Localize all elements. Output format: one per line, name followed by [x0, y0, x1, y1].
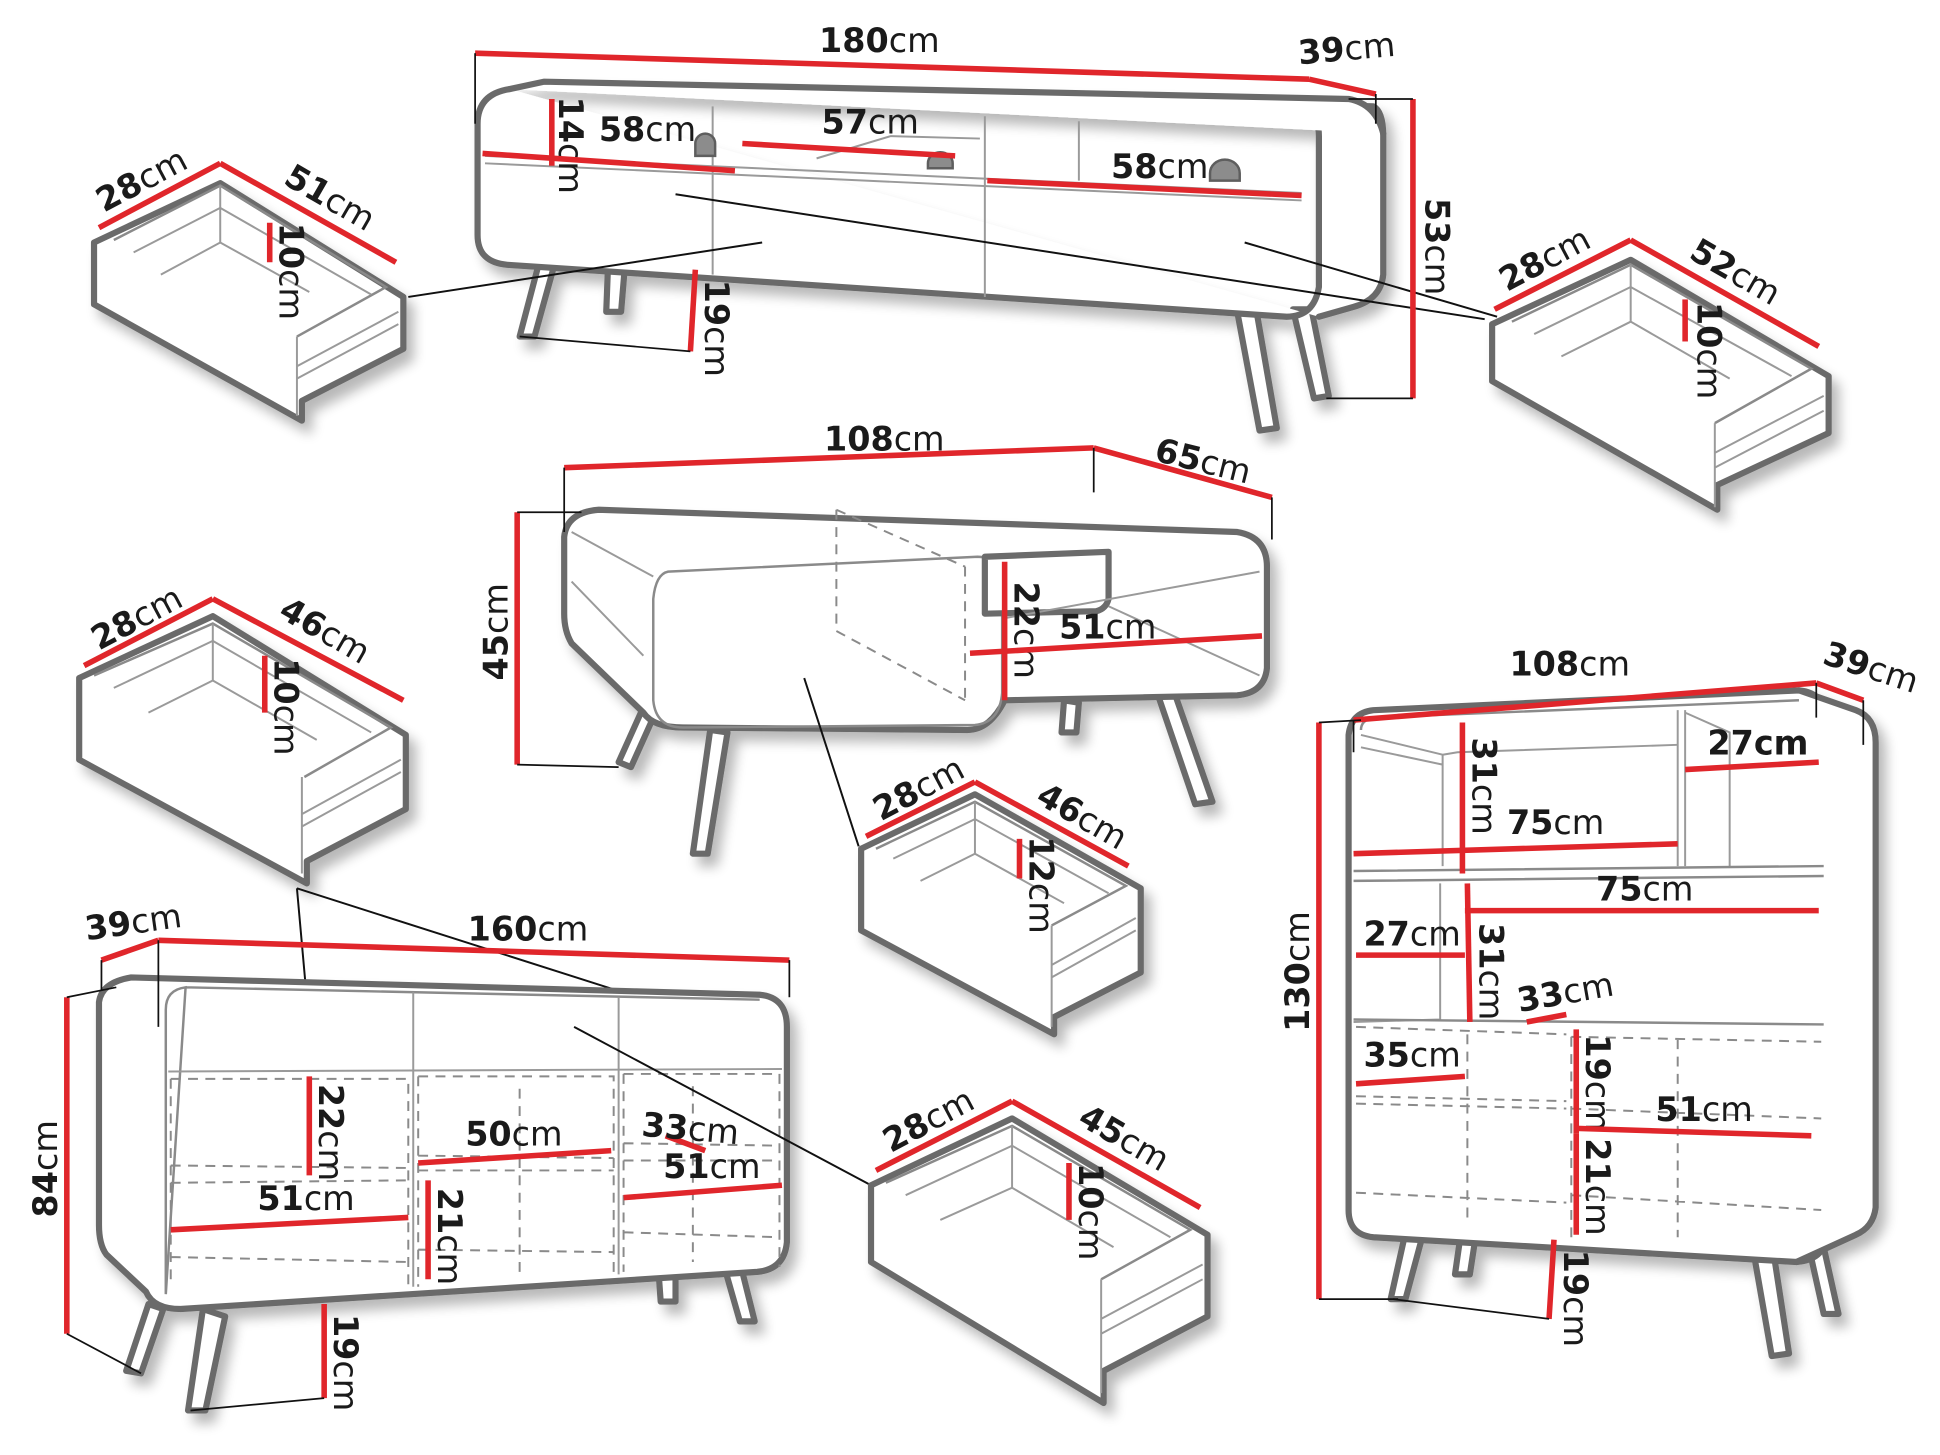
dim-line-drawer-front [1493, 237, 1632, 312]
dim-line-drawer-depth [211, 596, 405, 703]
label-drawer-height: 12cm [1021, 836, 1060, 933]
drawer-tv-right: 28cm 52cm 10cm [1489, 219, 1832, 513]
drawer-tv-left: 28cm 51cm 10cm [89, 140, 407, 424]
label-coffee-height: 45cm [476, 583, 515, 680]
dim-line-drawer-depth [973, 779, 1130, 869]
dim-line-tv-niche-right [987, 177, 1302, 199]
label-sideboard-shelf-right-width: 33cm [640, 1105, 740, 1152]
label-highboard-leg-height: 19cm [1556, 1250, 1595, 1347]
dim-line-highboard-depth [1815, 680, 1865, 703]
label-sideboard-shelf-left-depth: 51cm [257, 1179, 354, 1218]
dim-line-tv-niche-middle [742, 140, 956, 159]
label-highboard-mid-height: 31cm [1472, 923, 1511, 1020]
label-tv-width: 180cm [819, 21, 940, 60]
label-drawer-height: 10cm [267, 658, 306, 755]
label-highboard-height: 130cm [1278, 911, 1317, 1032]
dim-line-sideboard-depth [100, 937, 160, 963]
label-highboard-low-upper-height: 19cm [1578, 1034, 1617, 1131]
sideboard-leg [184, 1305, 229, 1414]
label-tv-leg-height: 19cm [697, 280, 736, 377]
label-coffee-depth: 65cm [1151, 430, 1255, 491]
label-sideboard-shelf-middle-height: 21cm [430, 1188, 469, 1285]
label-highboard-low-lower-height: 21cm [1578, 1138, 1617, 1235]
coffee-table: 108cm 65cm 45cm 22cm 51cm [476, 419, 1273, 857]
dim-line-drawer-depth [1010, 1098, 1202, 1210]
sideboard-leg [123, 1300, 167, 1377]
dim-line-highboard-low-right-depth [1576, 1125, 1812, 1139]
label-sideboard-shelf-right-depth: 51cm [663, 1147, 760, 1186]
coffee-table-body [561, 506, 1271, 734]
dim-line-drawer-front [864, 779, 977, 839]
dim-line-tv-depth [1308, 76, 1377, 97]
label-highboard-mid-width: 75cm [1596, 870, 1693, 909]
label-highboard-top-height: 31cm [1464, 737, 1503, 834]
coffee-table-leg [689, 726, 731, 857]
drawer-handle-icon [694, 132, 717, 158]
dim-line-highboard-low-left-depth [1355, 1073, 1466, 1087]
label-sideboard-shelf-middle-width: 50cm [465, 1115, 562, 1154]
label-drawer-height: 10cm [1690, 302, 1729, 399]
highboard-leg [1751, 1253, 1793, 1360]
label-tv-depth: 39cm [1296, 25, 1396, 72]
dim-line-sideboard-shelf-right-depth [623, 1182, 783, 1201]
drawer-box [76, 613, 409, 887]
label-coffee-niche-height: 22cm [1007, 582, 1046, 679]
highboard: 108cm 39cm 130cm 31cm 75cm 27cm 75cm 27c… [1278, 634, 1923, 1360]
label-sideboard-shelf-left-height: 22cm [311, 1084, 350, 1181]
label-coffee-width: 108cm [824, 419, 945, 458]
dim-line-drawer-depth [1629, 237, 1821, 349]
label-drawer-height: 10cm [1071, 1163, 1110, 1260]
dim-line-drawer-depth [218, 160, 398, 265]
label-highboard-top-right-depth: 27cm [1707, 724, 1808, 763]
label-highboard-low-left-depth: 35cm [1363, 1036, 1460, 1075]
dim-line-sideboard-shelf-right-width [664, 1133, 707, 1154]
dim-line-sideboard-shelf-middle-width [418, 1147, 612, 1166]
label-tv-niche-height: 14cm [551, 97, 590, 194]
drawer-box [90, 180, 407, 424]
label-sideboard-width: 160cm [468, 909, 589, 948]
dim-line-highboard-width [1353, 680, 1817, 723]
tv-stand-leg [1234, 308, 1280, 434]
label-highboard-width: 108cm [1509, 645, 1630, 684]
dim-line-highboard-mid-height [1464, 883, 1473, 1023]
drawer-coffee-table: 28cm 46cm 12cm [858, 748, 1144, 1038]
dim-line-sideboard-width [158, 937, 790, 963]
dim-line-highboard-leg-height [1546, 1239, 1557, 1320]
label-coffee-niche-depth: 51cm [1059, 607, 1156, 646]
label-highboard-mid-small-width: 33cm [1514, 965, 1617, 1020]
drawer-sideboard-bottom: 28cm 45cm 10cm [867, 1080, 1211, 1407]
dim-line-coffee-width [564, 445, 1094, 471]
sideboard: 160cm 39cm 84cm 22cm 51cm 50cm 21cm 33cm… [26, 896, 872, 1414]
dim-line-tv-width [475, 50, 1310, 82]
label-tv-niche-middle: 57cm [822, 103, 919, 142]
tv-stand: 180cm 39cm 53cm 14cm 58cm 57cm 58cm 19cm [408, 21, 1498, 434]
dim-line-highboard-top-width [1353, 841, 1678, 857]
tv-stand-leg [1289, 306, 1332, 402]
dim-line-drawer-front [82, 596, 215, 669]
label-sideboard-depth: 39cm [82, 896, 184, 948]
drawer-handle-icon [1208, 158, 1241, 182]
dim-line-highboard-mid-small-width [1526, 1011, 1567, 1025]
drawer-box [1489, 256, 1832, 513]
dim-line-highboard-top-right-depth [1684, 759, 1819, 773]
dim-line-drawer-front [97, 160, 222, 231]
label-sideboard-leg-height: 19cm [326, 1314, 365, 1411]
dim-line-coffee-niche-depth [969, 633, 1263, 657]
label-drawer-height: 10cm [272, 223, 311, 320]
label-highboard-top-width: 75cm [1507, 803, 1604, 842]
coffee-table-leg [1154, 692, 1216, 808]
coffee-table-leg [1058, 697, 1082, 736]
dim-line-tv-niche-left [482, 150, 736, 174]
label-highboard-low-right-depth: 51cm [1655, 1090, 1752, 1129]
label-highboard-mid-left-depth: 27cm [1363, 914, 1460, 953]
dim-line-coffee-depth [1092, 445, 1273, 501]
label-sideboard-height: 84cm [26, 1120, 65, 1217]
label-tv-height: 53cm [1417, 198, 1456, 295]
dim-line-sideboard-shelf-left-depth [170, 1214, 409, 1233]
dim-line-drawer-front [874, 1098, 1014, 1173]
label-tv-niche-right: 58cm [1111, 147, 1208, 186]
label-tv-niche-left: 58cm [599, 110, 696, 149]
dim-line-tv-leg-height [687, 269, 699, 352]
